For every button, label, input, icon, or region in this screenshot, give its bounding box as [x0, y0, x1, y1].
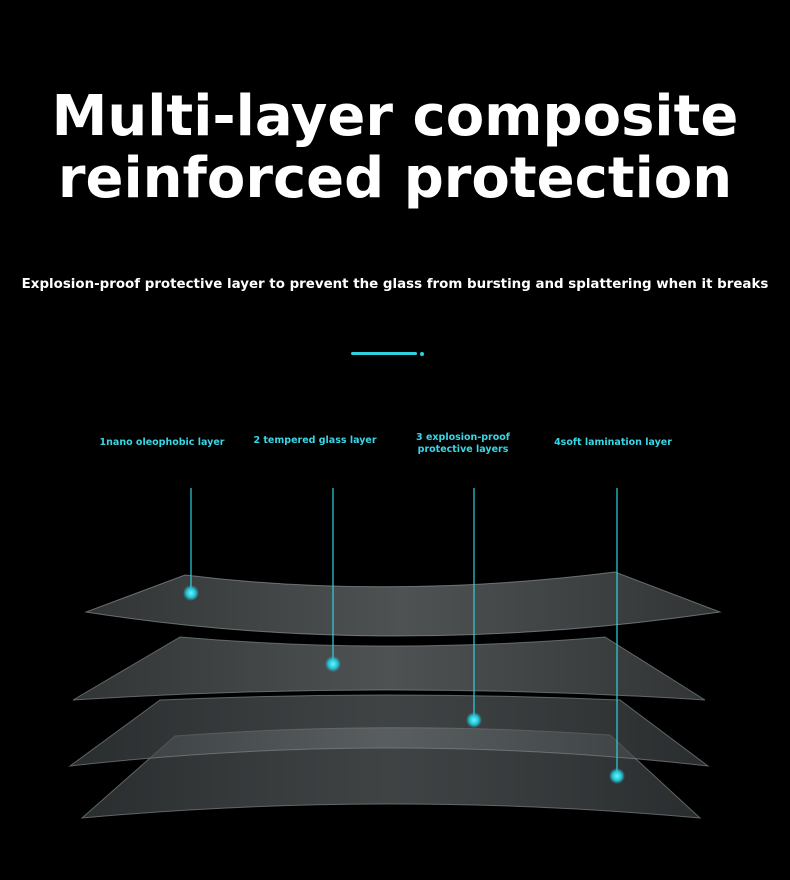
layer-label-tempered-glass-line1: 2 tempered glass layer [253, 435, 377, 446]
headline-line-1: Multi-layer composite [51, 84, 739, 149]
layer-label-explosion-proof: 3 explosion-proof protective layers [398, 432, 528, 456]
layer-marker-1 [183, 585, 199, 601]
layer-sheet-2 [72, 636, 706, 701]
layer-marker-2 [325, 656, 341, 672]
headline: Multi-layer composite reinforced protect… [0, 86, 790, 210]
accent-divider-line [351, 352, 417, 355]
layer-label-explosion-proof-line1: 3 explosion-proof [416, 432, 510, 443]
accent-divider-dot [420, 352, 424, 356]
layer-marker-3 [466, 712, 482, 728]
layer-sheet-3 [68, 694, 710, 767]
layer-label-soft-lamination-line1: 4soft lamination layer [554, 437, 672, 448]
layer-label-tempered-glass: 2 tempered glass layer [246, 435, 384, 447]
layer-label-oleophobic: 1nano oleophobic layer [90, 437, 234, 449]
layer-sheet-1 [84, 571, 722, 637]
layer-label-explosion-proof-line2: protective layers [417, 444, 509, 455]
headline-line-2: reinforced protection [57, 146, 733, 211]
layer-marker-4 [609, 768, 625, 784]
subheadline: Explosion-proof protective layer to prev… [21, 277, 769, 292]
layer-label-soft-lamination: 4soft lamination layer [545, 437, 681, 449]
layer-label-oleophobic-line1: 1nano oleophobic layer [99, 437, 225, 448]
